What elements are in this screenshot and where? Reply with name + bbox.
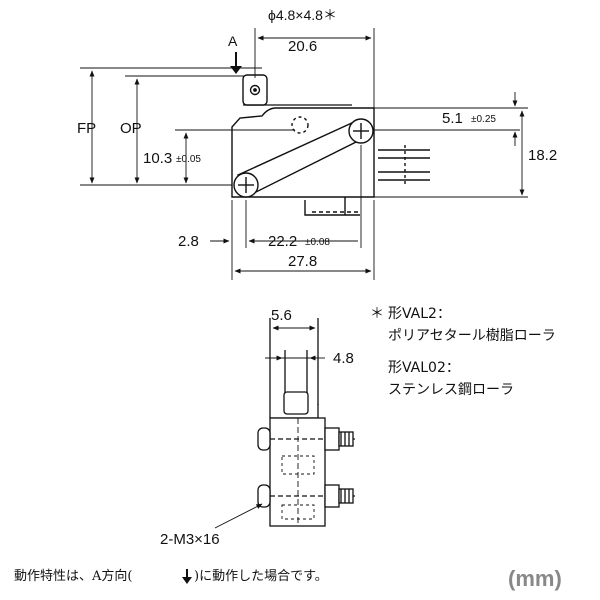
- dim-5-1: 5.1: [442, 110, 463, 127]
- notes-line1: 形VAL2：: [388, 306, 451, 322]
- side-screw-bottom: [257, 484, 355, 508]
- dim-5-1-tol: ±0.25: [471, 114, 496, 125]
- roller-pin: [249, 84, 261, 96]
- roller-pin-center: [253, 88, 257, 92]
- notes-asterisk: ＊: [370, 306, 384, 322]
- footer-text-before: 動作特性は、A方向(: [14, 568, 132, 584]
- A-arrow-icon: [230, 52, 242, 74]
- dim-10-3-tol: ±0.05: [176, 154, 201, 165]
- side-view: [257, 318, 355, 527]
- hidden-actuator: [291, 116, 309, 134]
- terminal-pin-1: [378, 149, 430, 159]
- dim-5-6: 5.6: [271, 307, 292, 324]
- screw-right: [348, 118, 374, 144]
- switch-body: [231, 107, 375, 198]
- side-body: [269, 417, 326, 527]
- dim-22-2-tol: ±0.08: [305, 237, 330, 248]
- dim-20-6: 20.6: [288, 38, 317, 55]
- notes-line2: ポリアセタール樹脂ローラ: [388, 328, 556, 344]
- side-dimensions: [214, 325, 325, 529]
- dim-4-8: 4.8: [333, 350, 354, 367]
- side-screw-top: [257, 427, 355, 451]
- dim-FP: FP: [77, 120, 96, 137]
- footer-text-after: )に動作した場合です。: [194, 569, 328, 584]
- down-arrow-icon: [182, 569, 192, 584]
- screw-left: [233, 172, 259, 198]
- side-roller: [283, 391, 309, 415]
- front-view: [231, 74, 430, 216]
- dim-18-2: 18.2: [528, 147, 557, 164]
- terminal-plate: [304, 200, 360, 216]
- front-dimensions: [80, 28, 528, 280]
- terminal-pin-2: [378, 171, 430, 181]
- label-A: A: [228, 33, 238, 49]
- dim-OP: OP: [120, 120, 142, 137]
- dim-22-2: 22.2: [268, 233, 297, 250]
- roller-size-label: ϕ4.8×4.8＊: [268, 7, 337, 23]
- dim-10-3: 10.3: [143, 150, 172, 167]
- notes-line4: ステンレス鋼ローラ: [388, 382, 514, 398]
- dim-27-8: 27.8: [288, 253, 317, 270]
- dim-2-8: 2.8: [178, 233, 199, 250]
- units-label: (mm): [508, 566, 562, 591]
- notes-line3: 形VAL02：: [388, 360, 460, 376]
- screw-spec-label: 2-M3×16: [160, 531, 220, 548]
